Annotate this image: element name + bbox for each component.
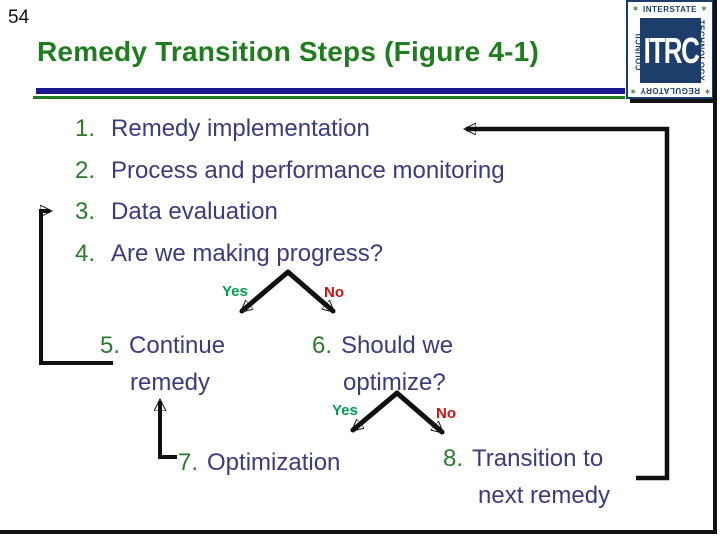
step-6: 6. Should we optimize? bbox=[312, 327, 453, 401]
step-5-number: 5. bbox=[100, 332, 121, 359]
step-4-text: Are we making progress? bbox=[111, 240, 384, 267]
itrc-logo: ✶ INTERSTATE ✶ COUNCIL TECHNOLOGY ITRC ✶… bbox=[626, 0, 714, 99]
step-2: 2. Process and performance monitoring bbox=[75, 157, 505, 185]
logo-regulatory-label: REGULATORY bbox=[640, 86, 700, 95]
logo-shadow bbox=[630, 99, 714, 103]
step-3-number: 3. bbox=[75, 198, 96, 225]
itrc-monogram: ITRC bbox=[640, 18, 701, 83]
logo-bottom-text: ✶ REGULATORY ✶ bbox=[628, 86, 712, 95]
step-4: 4. Are we making progress? bbox=[75, 240, 383, 268]
star-icon: ✶ bbox=[703, 87, 711, 94]
star-icon: ✶ bbox=[701, 6, 708, 13]
branch-yes-label: Yes bbox=[222, 283, 248, 300]
logo-interstate-label: INTERSTATE bbox=[642, 5, 698, 14]
step-3: 3. Data evaluation bbox=[75, 198, 278, 226]
slide-frame-bottom bbox=[0, 530, 717, 534]
step-6-text-line2: optimize? bbox=[343, 369, 446, 396]
step-3-text: Data evaluation bbox=[111, 198, 278, 225]
star-icon: ✶ bbox=[632, 6, 639, 13]
step-5: 5. Continue remedy bbox=[100, 327, 225, 401]
slide-title: Remedy Transition Steps (Figure 4-1) bbox=[37, 36, 539, 67]
step-1: 1. Remedy implementation bbox=[75, 115, 370, 143]
divider-line-green bbox=[33, 96, 625, 99]
step-7: 7. Optimization bbox=[178, 444, 340, 481]
step-6-number: 6. bbox=[312, 332, 333, 359]
slide-frame-right bbox=[713, 0, 717, 534]
step-5-text-line2: remedy bbox=[130, 369, 211, 396]
step-6-text-line1: Should we bbox=[341, 332, 454, 359]
arrow-step7-to-step5 bbox=[160, 401, 177, 459]
step-8-text-line1: Transition to bbox=[472, 445, 604, 472]
step-8-text-line2: next remedy bbox=[478, 482, 611, 509]
step-8-number: 8. bbox=[443, 445, 464, 472]
step-4-number: 4. bbox=[75, 240, 96, 267]
step-1-number: 1. bbox=[75, 115, 96, 142]
divider-line-navy bbox=[36, 88, 625, 94]
step-2-number: 2. bbox=[75, 157, 96, 184]
slide-number: 54 bbox=[8, 7, 30, 28]
step-7-number: 7. bbox=[178, 449, 199, 476]
step-8: 8. Transition to next remedy bbox=[443, 440, 610, 514]
branch-yes-label: Yes bbox=[332, 402, 358, 419]
branch-no-label: No bbox=[324, 284, 344, 301]
step-7-text: Optimization bbox=[207, 449, 341, 476]
star-icon: ✶ bbox=[629, 87, 637, 94]
step-1-text: Remedy implementation bbox=[111, 115, 370, 142]
step-5-text-line1: Continue bbox=[129, 332, 226, 359]
arrow-decision1-yes bbox=[239, 269, 291, 314]
branch-no-label: No bbox=[436, 405, 456, 422]
step-2-text: Process and performance monitoring bbox=[111, 157, 505, 184]
logo-top-text: ✶ INTERSTATE ✶ bbox=[628, 5, 712, 14]
